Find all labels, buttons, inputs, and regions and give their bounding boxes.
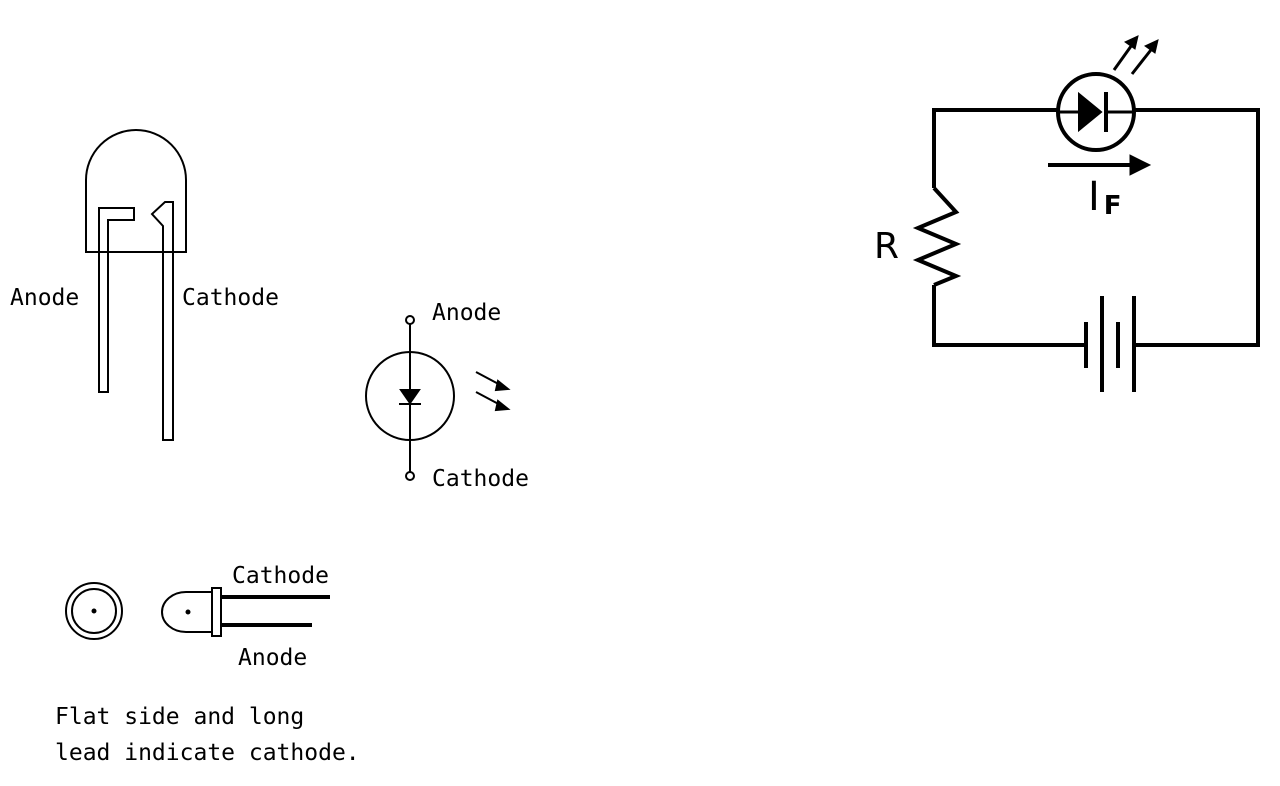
battery-icon [1084,296,1136,392]
resistor-label: R [874,226,899,267]
anode-lead-outline [98,207,135,393]
led-center-dot [91,608,97,614]
led-side-flange [211,587,222,637]
led-top-view [65,582,123,640]
led-anode-label: Anode [10,285,79,311]
side-anode-label: Anode [238,645,307,671]
symbol-anode-label: Anode [432,300,501,326]
forward-current-arrow-icon [1048,154,1152,176]
led-dome [85,129,187,253]
side-cathode-label: Cathode [232,563,329,589]
current-symbol: I [1088,174,1100,220]
led-side-body [161,591,213,633]
led-schematic-symbol [365,315,511,481]
symbol-cathode-label: Cathode [432,466,529,492]
led-package-front [85,129,187,441]
diode-triangle [399,389,421,405]
cathode-lead-outline [150,201,174,441]
circuit-wire-top-left [932,108,1058,188]
led-side-view [161,587,330,637]
led-cathode-label: Cathode [182,285,279,311]
resistor-zigzag [912,186,962,287]
circuit-light-arrows-icon [1112,35,1159,75]
caption-line-2: lead indicate cathode. [55,740,360,766]
led-side-dot [185,609,191,615]
circuit-wire-bottom-left [932,285,1086,347]
circuit-wire-top-right [1134,108,1260,347]
light-emission-arrows-icon [475,371,511,412]
led-rim-outer [65,582,123,640]
anode-terminal [405,315,415,325]
cathode-terminal [405,471,415,481]
current-subscript: F [1104,191,1122,221]
circuit-led-triangle [1078,91,1103,133]
led-rim-inner [71,588,117,634]
led-circuit [912,35,1260,392]
caption-line-1: Flat side and long [55,704,304,730]
